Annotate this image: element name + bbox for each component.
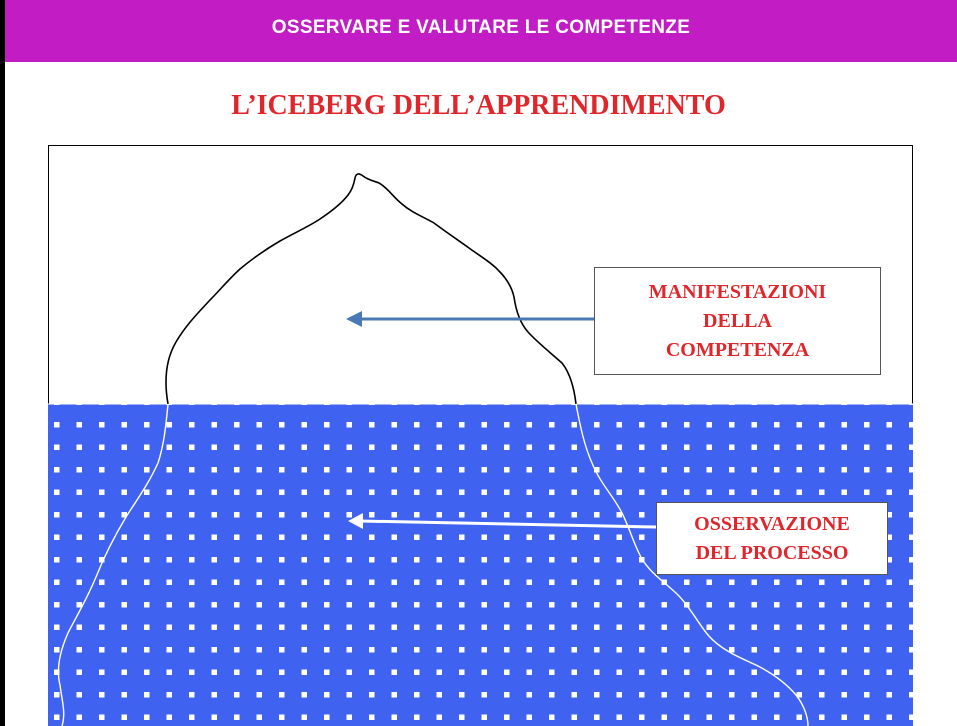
callout-osservazione: OSSERVAZIONE DEL PROCESSO	[656, 502, 888, 575]
iceberg-submerged-outline-right	[575, 403, 809, 726]
arrow-manifestazioni	[346, 311, 594, 327]
callout-top-line-2: DELLA	[703, 309, 772, 332]
iceberg-diagram	[48, 145, 913, 726]
callout-top-line-3: COMPETENZA	[665, 338, 810, 361]
slide-title: L’ICEBERG DELL’APPRENDIMENTO	[231, 90, 726, 121]
callout-manifestazioni: MANIFESTAZIONI DELLA COMPETENZA	[594, 267, 881, 375]
callout-bottom-line-1: OSSERVAZIONE	[694, 512, 850, 535]
arrow-osservazione	[348, 513, 657, 529]
iceberg-tip-outline	[165, 173, 577, 405]
callout-top-line-1: MANIFESTAZIONI	[648, 280, 827, 303]
header-title: OSSERVARE E VALUTARE LE COMPETENZE	[271, 17, 691, 38]
iceberg-submerged-outline	[57, 403, 169, 726]
callout-bottom-line-2: DEL PROCESSO	[695, 541, 849, 564]
slide-left-border	[0, 0, 5, 726]
header-bar: OSSERVARE E VALUTARE LE COMPETENZE	[5, 0, 957, 62]
